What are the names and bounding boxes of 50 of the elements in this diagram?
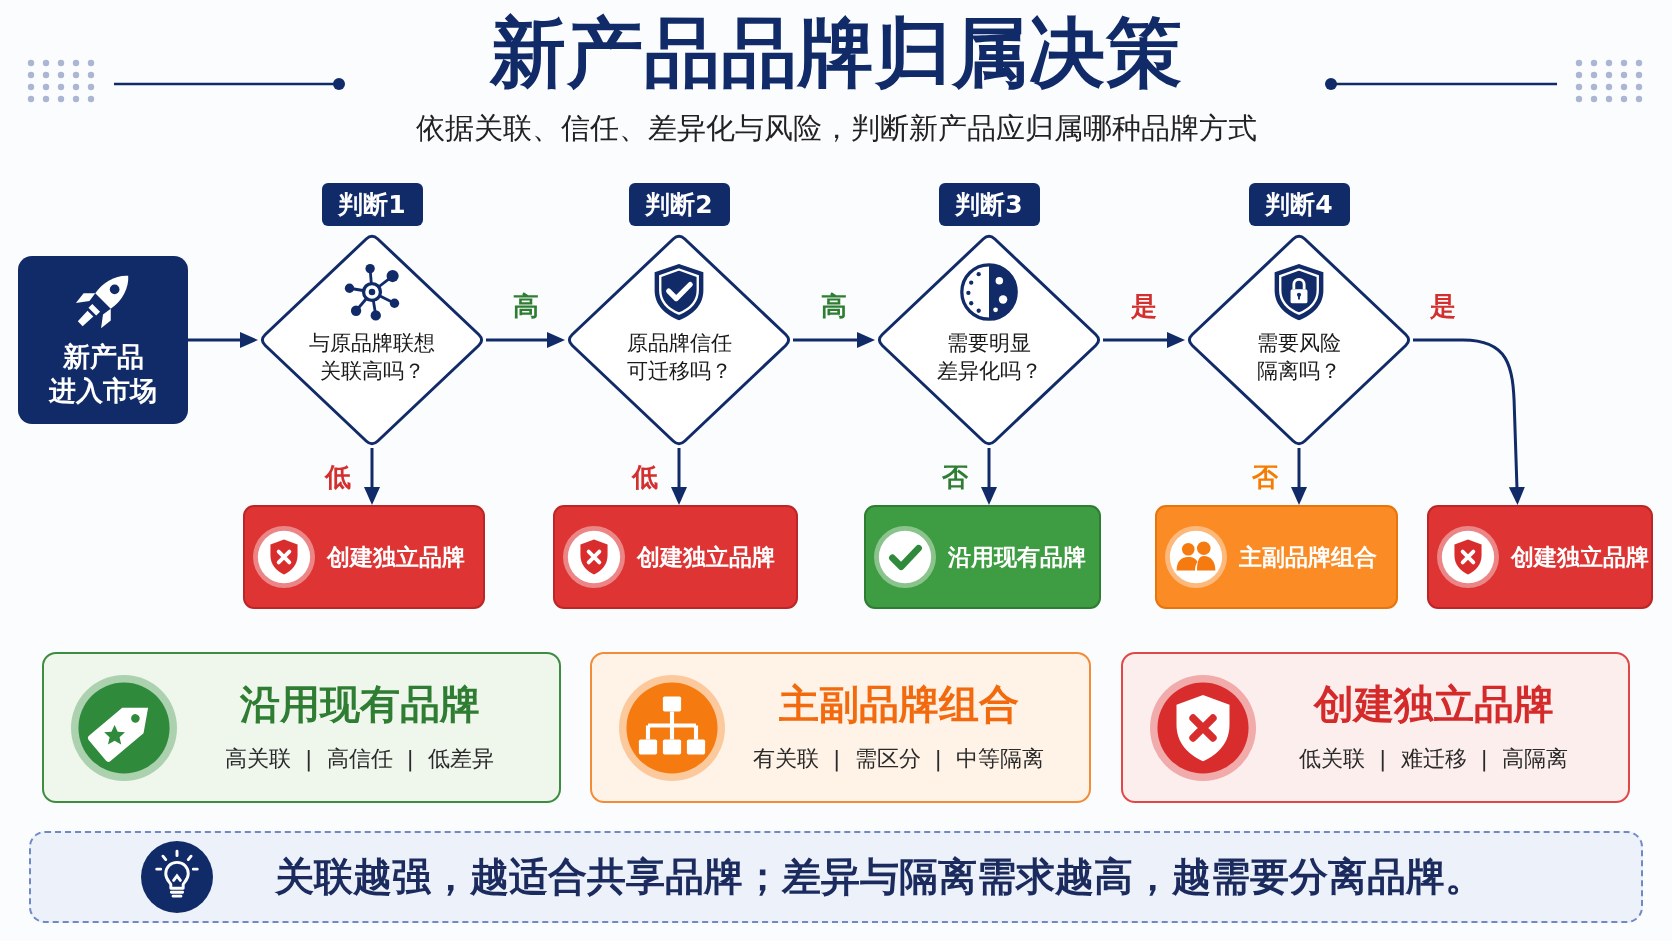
card-tags: 低关联 | 难迁移 | 高隔离 [1299,744,1568,774]
step-tag: 判断1 [321,183,423,226]
step-tag: 判断3 [938,183,1040,226]
outcome-box [1427,505,1653,609]
arrow [486,332,565,348]
start-box [18,256,188,424]
outcome-text: 创建独立品牌 [1511,543,1649,572]
question-text: 需要风险隔离吗？ [1257,330,1341,385]
outcome-text: 沿用现有品牌 [948,543,1086,572]
outcome-text: 创建独立品牌 [327,543,465,572]
outcome-box [243,505,485,609]
step-tag: 判断4 [1248,183,1350,226]
subtitle: 依据关联、信任、差异化与风险，判断新产品应归属哪种品牌方式 [415,110,1257,147]
question-text: 原品牌信任可迁移吗？ [626,330,732,385]
arrow [793,332,875,348]
edge-label: 低 [323,460,352,494]
card-title: 沿用现有品牌 [239,680,480,729]
step-tag: 判断2 [628,183,730,226]
edge-label: 是 [1130,290,1158,323]
edge-label: 否 [1251,460,1279,494]
card-title: 主副品牌组合 [778,680,1019,729]
arrow [1291,448,1307,505]
note-text: 关联越强，越适合共享品牌；差异与隔离需求越高，越需要分离品牌。 [275,854,1484,900]
outcome-box [864,505,1101,609]
edge-label: 低 [630,460,659,494]
card-title: 创建独立品牌 [1313,680,1554,729]
arrow [364,448,380,505]
question-text: 与原品牌联想关联高吗？ [309,330,435,385]
card-tags: 有关联 | 需区分 | 中等隔离 [753,744,1044,774]
summary-card [42,652,561,803]
summary-card [590,652,1091,803]
card-tags: 高关联 | 高信任 | 低差异 [225,744,494,774]
arrow [671,448,687,505]
title: 新产品品牌归属决策 [489,10,1183,96]
edge-label: 高 [820,290,848,323]
arrow [981,448,997,505]
step-text: 新产品进入市场 [49,340,157,408]
question-text: 需要明显差异化吗？ [936,330,1042,385]
edge-label: 高 [511,290,540,323]
edge-label: 是 [1429,290,1457,323]
note-box [29,831,1643,923]
arrow [1103,332,1185,348]
arrow [188,332,258,348]
outcome-text: 创建独立品牌 [637,543,775,572]
arrow [1413,338,1525,505]
outcome-text: 主副品牌组合 [1239,543,1377,572]
outcome-box [1155,505,1398,609]
summary-card [1121,652,1630,803]
edge-label: 否 [941,460,969,494]
outcome-box [553,505,798,609]
